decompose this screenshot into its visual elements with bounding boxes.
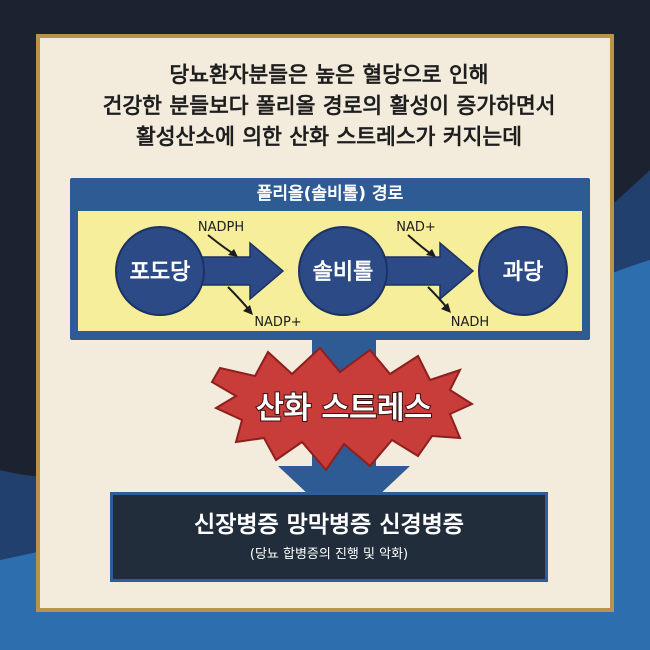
complications-box: 신장병증 망막병증 신경병증 (당뇨 합병증의 진행 및 악화)	[110, 492, 548, 582]
polyol-pathway-panel: 폴리올(솔비톨) 경로 포도당	[70, 178, 590, 340]
connector-lower	[312, 438, 376, 468]
complications-list: 신장병증 망막병증 신경병증	[194, 512, 464, 538]
node-fructose-circle	[478, 226, 568, 316]
pathway-title: 폴리올(솔비톨) 경로	[256, 184, 404, 204]
cofactor-nadh: NADH	[451, 315, 489, 330]
nad-arrowhead	[426, 249, 436, 257]
pathway-svg: 포도당 솔비톨 과당 NADPH NADP+ NAD+ NADH	[115, 220, 568, 330]
connector-upper	[312, 334, 376, 388]
cofactor-nadph: NADPH	[198, 220, 244, 235]
nadp-arrow-out	[227, 286, 251, 312]
intro-line-3: 활성산소에 의한 산화 스트레스가 커지는데	[136, 125, 522, 150]
nadp-arrowhead	[243, 305, 253, 315]
content-card: 당뇨환자분들은 높은 혈당으로 인해 건강한 분들보다 폴리올 경로의 활성이 …	[36, 34, 614, 612]
intro-text: 당뇨환자분들은 높은 혈당으로 인해 건강한 분들보다 폴리올 경로의 활성이 …	[40, 60, 618, 153]
nadh-arrowhead	[441, 303, 451, 313]
complications-note: (당뇨 합병증의 진행 및 악화)	[249, 547, 409, 562]
cofactor-nadp: NADP+	[254, 315, 301, 330]
node-fructose-label: 과당	[503, 260, 543, 285]
nadph-arrowhead	[228, 249, 238, 257]
node-glucose-circle	[115, 226, 205, 316]
node-sorbitol-label: 솔비톨	[313, 260, 374, 285]
cofactor-nad: NAD+	[396, 220, 436, 235]
connector-arrowhead	[278, 466, 410, 496]
node-glucose-label: 포도당	[130, 260, 191, 285]
pathway-diagram: 포도당 솔비톨 과당 NADPH NADP+ NAD+ NADH	[78, 211, 582, 331]
intro-line-2: 건강한 분들보다 폴리올 경로의 활성이 증가하면서	[102, 94, 556, 119]
node-sorbitol-circle	[298, 226, 388, 316]
intro-line-1: 당뇨환자분들은 높은 혈당으로 인해	[169, 63, 489, 88]
